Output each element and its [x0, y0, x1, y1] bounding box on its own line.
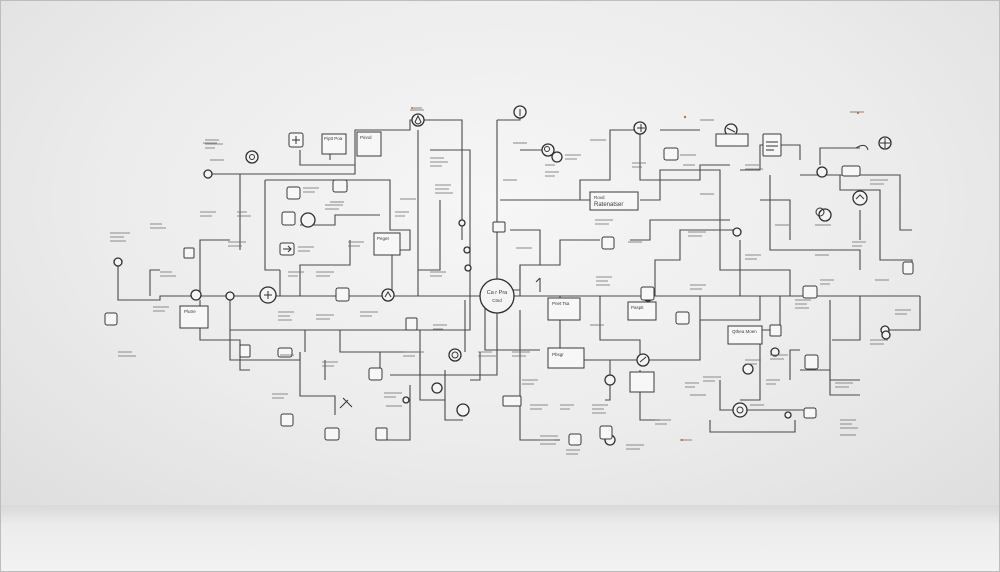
svg-text:Plutre: Plutre	[184, 309, 196, 314]
phone-icon	[281, 211, 296, 226]
right-label-box	[727, 325, 763, 345]
mid-lower-label-box	[547, 297, 581, 321]
label-boxes: Piptt Poa Pinnd Rovd Ratenatser Peget Pn…	[179, 131, 763, 393]
central-hub: Ca r Pra Ctnd	[479, 278, 515, 314]
svg-text:Rovd: Rovd	[594, 195, 605, 200]
hub-label: Ca r Pra	[487, 290, 508, 296]
accent-marks	[411, 107, 860, 442]
svg-text:Pinnd: Pinnd	[360, 135, 372, 140]
icon-box-nodes	[104, 132, 914, 446]
svg-text:Qthea Moen: Qthea Moen	[732, 329, 757, 334]
right-center-label-box	[589, 191, 639, 211]
svg-text:Pbsgr: Pbsgr	[552, 352, 564, 357]
svg-text:Peget: Peget	[377, 236, 390, 241]
svg-text:Paspit: Paspit	[631, 305, 644, 310]
background-floor	[0, 505, 1000, 572]
top-node-drop	[411, 113, 425, 127]
lower-center-label-box	[547, 347, 585, 369]
mid-label-box	[373, 232, 401, 256]
junction-node-arrow	[381, 288, 395, 302]
svg-text:Piptt Poa: Piptt Poa	[324, 136, 343, 141]
micro-label-scribbles	[110, 107, 911, 455]
settings-node	[732, 402, 748, 418]
user-node	[300, 212, 316, 228]
hub-sublabel: Ctnd	[492, 298, 502, 303]
svg-text:Ratenatser: Ratenatser	[594, 202, 623, 208]
folder-icon	[286, 186, 301, 200]
junction-node-far-left	[190, 289, 202, 301]
background-wall	[0, 0, 1000, 505]
document-icon	[762, 133, 782, 157]
panel-icon	[335, 287, 350, 302]
decorative-glyphs	[249, 109, 890, 409]
top-left-label-box	[321, 133, 347, 155]
svg-text:Pnet Tsa: Pnet Tsa	[552, 301, 570, 306]
junction-nodes	[113, 105, 892, 446]
chevron-node	[852, 190, 868, 206]
connector-lines	[117, 110, 921, 441]
flowchart-diagram: Ca r Pra Ctnd	[104, 105, 921, 455]
